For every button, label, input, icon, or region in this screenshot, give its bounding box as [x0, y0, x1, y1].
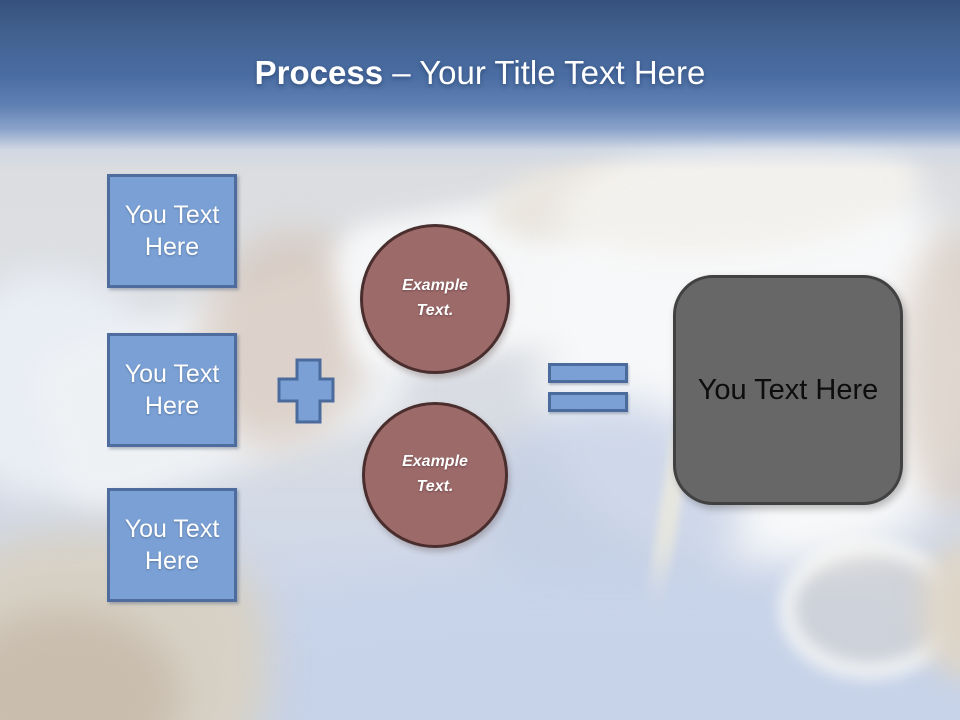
slide-title: Process – Your Title Text Here	[0, 54, 960, 92]
title-keyword: Process	[254, 54, 384, 91]
header-band	[0, 0, 960, 170]
text-box-1-label: You Text Here	[124, 201, 220, 261]
result-box-label: You Text Here	[697, 373, 879, 406]
example-circle-2: Example Text.	[362, 402, 508, 548]
example-circle-1: Example Text.	[360, 224, 510, 374]
example-circle-2-label: Example Text.	[402, 453, 468, 495]
text-box-3-label: You Text Here	[124, 515, 220, 575]
result-box: You Text Here	[673, 275, 903, 505]
text-box-3: You Text Here	[107, 488, 237, 602]
equals-bar-top	[548, 363, 628, 383]
title-rest: – Your Title Text Here	[383, 54, 706, 91]
text-box-1: You Text Here	[107, 174, 237, 288]
text-box-2: You Text Here	[107, 333, 237, 447]
equals-bar-bottom	[548, 392, 628, 412]
text-box-2-label: You Text Here	[124, 360, 220, 420]
equals-icon	[548, 363, 628, 412]
plus-icon	[277, 358, 335, 424]
example-circle-1-label: Example Text.	[402, 277, 468, 319]
